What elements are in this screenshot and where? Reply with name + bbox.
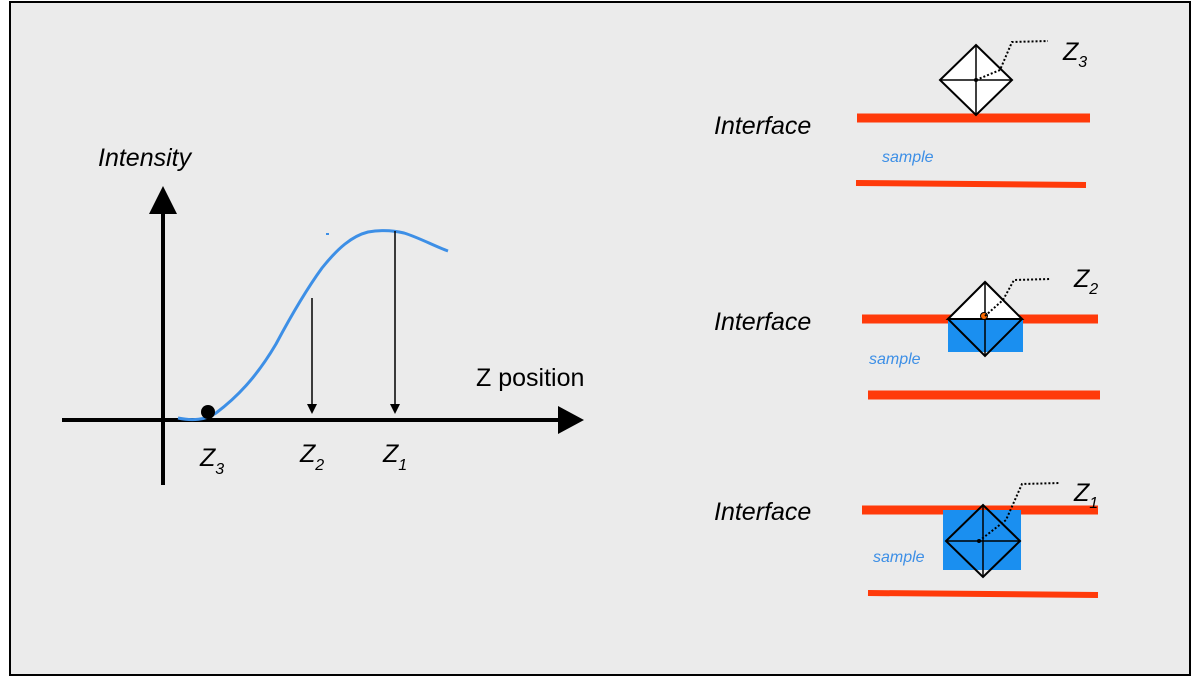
panel-z3: Interface sample Z3 <box>714 38 1090 188</box>
indenter-z3 <box>938 40 1049 117</box>
z2-leader-line <box>984 278 1051 317</box>
interface-label: Interface <box>714 112 811 140</box>
panel-z1: Interface sample Z1 <box>714 479 1099 598</box>
indenter-z1 <box>944 482 1061 579</box>
z3-panel-label: Z3 <box>1062 38 1087 71</box>
z1-panel-label: Z1 <box>1073 479 1098 512</box>
sample-label: sample <box>869 351 921 368</box>
x-axis-label: Z position <box>476 364 584 392</box>
sample-label: sample <box>882 149 934 166</box>
panel-z2: Interface sample Z2 <box>714 265 1100 400</box>
y-axis-label: Intensity <box>98 144 193 172</box>
sample-immersion-region <box>943 510 1021 570</box>
intensity-graph: Intensity Z position Z3 Z2 Z1 <box>62 144 584 485</box>
x-axis-arrowhead <box>558 406 584 434</box>
interface-label: Interface <box>714 498 811 526</box>
y-axis-arrowhead <box>149 186 177 214</box>
z1-leader-line <box>978 482 1061 542</box>
interface-label: Interface <box>714 308 811 336</box>
indenter-z2 <box>945 278 1051 358</box>
intensity-curve <box>177 229 449 422</box>
z3-tick-label: Z3 <box>199 444 224 478</box>
z2-panel-label: Z2 <box>1073 265 1098 298</box>
sample-bottom-line <box>855 180 1087 188</box>
z2-tick-label: Z2 <box>299 440 324 474</box>
z3-point <box>201 405 215 419</box>
sample-bottom-line <box>867 590 1099 598</box>
sample-label: sample <box>873 549 925 566</box>
z1-tick-label: Z1 <box>382 440 407 474</box>
z3-leader-line <box>975 40 1049 81</box>
